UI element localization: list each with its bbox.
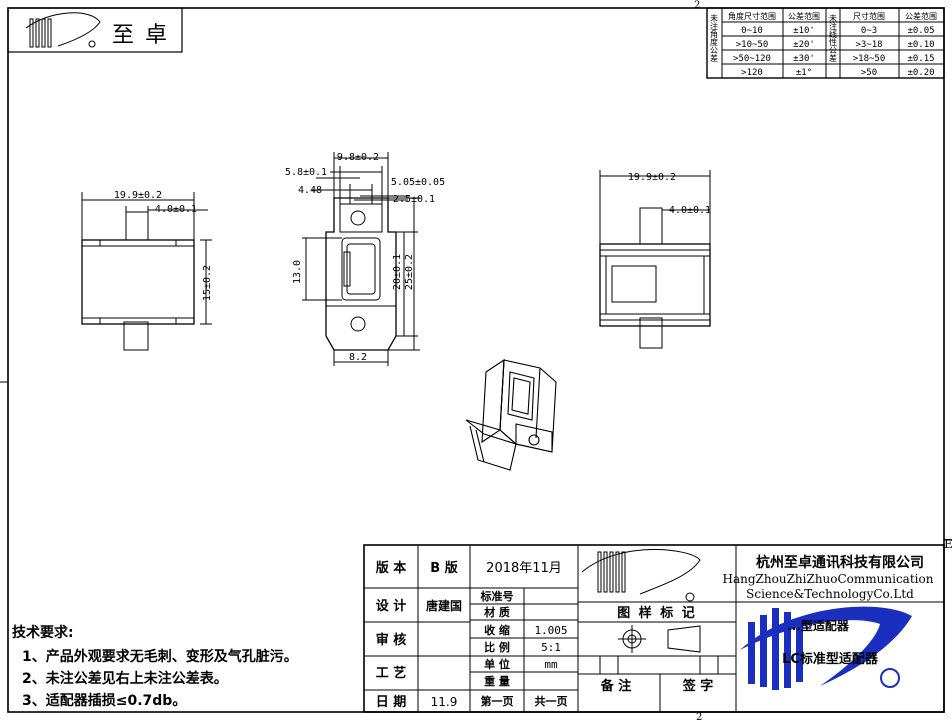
dim-left-tab: 4.0±0.1 — [155, 204, 197, 215]
logo-mark-icon — [25, 12, 101, 48]
title-block-grid — [363, 544, 945, 713]
shrink-value: 1.005 — [534, 624, 567, 637]
drawing-mark-label: 图 样 标 记 — [617, 605, 697, 621]
table-cell: ±0.20 — [907, 68, 934, 78]
version-label: 版 本 — [376, 560, 407, 576]
table-cell: >120 — [741, 68, 763, 78]
dim-mid-f: 20±0.1 — [392, 254, 403, 290]
sheet-border — [7, 7, 945, 713]
watermark-logo-icon — [740, 606, 912, 690]
projection-symbol-icon — [618, 625, 701, 653]
unit-label: 单 位 — [484, 657, 510, 671]
linear-tolerance-header: 未注线性公差 — [829, 13, 838, 62]
table-cell: >18~50 — [853, 54, 886, 64]
logo-box: 至 卓 — [7, 7, 183, 53]
unit-value: mm — [544, 658, 558, 671]
std-no-label: 标准号 — [480, 589, 514, 603]
tech-note-item: 3、适配器插损≤0.7db。 — [22, 692, 186, 709]
version-value: B 版 — [430, 560, 457, 576]
table-cell: ±0.10 — [907, 40, 934, 50]
col-linear-tol: 公差范围 — [905, 11, 937, 21]
table-cell: 0~10 — [741, 26, 763, 36]
table-cell: >50~120 — [733, 54, 771, 64]
isometric-view — [465, 358, 557, 471]
scale-value: 5:1 — [541, 641, 561, 654]
designer-name: 唐建国 — [426, 598, 462, 613]
table-cell: >10~50 — [736, 40, 769, 50]
dim-mid-b: 5.05±0.05 — [391, 177, 445, 188]
dim-mid-bottom: 8.2 — [349, 352, 367, 363]
table-cell: ±10' — [793, 26, 815, 36]
table-cell: ±30' — [793, 54, 815, 64]
table-cell: ±0.15 — [907, 54, 934, 64]
dim-mid-top: 9.8±0.2 — [337, 152, 379, 163]
date-top: 2018年11月 — [486, 561, 562, 576]
page-label: 第一页 — [481, 694, 514, 708]
table-cell: >50 — [861, 68, 877, 78]
angle-tolerance-header: 未注角度公差 — [710, 13, 719, 62]
tech-notes: 技术要求: 1、产品外观要求无毛刺、变形及气孔脏污。 2、未注公差见右上未注公差… — [12, 624, 298, 709]
left-side-view — [81, 192, 212, 351]
dim-mid-c: 4.48 — [298, 185, 322, 196]
table-cell: >3~18 — [855, 40, 882, 50]
date-value: 11.9 — [431, 695, 458, 709]
dim-mid-d: 2.5±0.1 — [393, 194, 435, 205]
material-label: 材 质 — [484, 605, 510, 619]
company-name-en-1: HangZhouZhiZhuoCommunication — [723, 572, 934, 586]
edge-mark-right: E — [944, 537, 952, 551]
design-label: 设 计 — [376, 598, 407, 614]
dim-mid-g: 25±0.2 — [404, 254, 415, 290]
dim-right-tab: 4.0±0.1 — [669, 205, 711, 216]
dim-right-width: 19.9±0.2 — [628, 172, 676, 183]
edge-mark-top: 2 — [694, 0, 700, 11]
tech-note-item: 1、产品外观要求无毛刺、变形及气孔脏污。 — [22, 648, 298, 665]
dim-mid-a: 5.8±0.1 — [285, 167, 327, 178]
company-name-cn: 杭州至卓通讯科技有限公司 — [756, 554, 924, 571]
sign-label: 签 字 — [682, 678, 714, 694]
review-label: 审 核 — [376, 632, 407, 648]
part-name-top: ...型适配器 — [787, 618, 850, 633]
scale-label: 比 例 — [484, 640, 510, 654]
process-label: 工 艺 — [376, 665, 407, 681]
total-pages-label: 共一页 — [535, 694, 568, 708]
note-label: 备 注 — [600, 678, 632, 694]
date-label: 日 期 — [376, 695, 407, 710]
dim-left-height: 15±0.2 — [202, 265, 213, 301]
logo-brand-text: 至 卓 — [112, 23, 169, 48]
table-cell: ±0.05 — [907, 26, 934, 36]
tech-note-item: 2、未注公差见右上未注公差表。 — [22, 670, 228, 687]
tolerance-table — [706, 7, 945, 79]
front-view — [302, 152, 420, 366]
shrink-label: 收 缩 — [484, 623, 510, 637]
right-section-view — [599, 170, 711, 349]
table-cell: ±1° — [796, 68, 812, 78]
table-cell: 0~3 — [861, 26, 877, 36]
part-name: LC标准型适配器 — [782, 651, 879, 667]
tolerance-table-text: 未注角度公差 未注线性公差 角度尺寸范围 公差范围 尺寸范围 公差范围 0~10… — [710, 11, 938, 78]
tech-notes-title: 技术要求: — [12, 624, 74, 641]
title-logo-icon — [581, 549, 701, 602]
weight-label: 重 量 — [484, 674, 510, 688]
col-linear-range: 尺寸范围 — [853, 11, 885, 21]
col-angle-range: 角度尺寸范围 — [728, 11, 776, 21]
edge-mark-bottom: 2 — [696, 712, 702, 720]
dim-left-width: 19.9±0.2 — [114, 190, 162, 201]
dim-mid-e: 13.0 — [292, 260, 303, 284]
col-angle-tol: 公差范围 — [788, 11, 820, 21]
company-name-en-2: Science&TechnologyCo.Ltd — [746, 587, 914, 601]
table-cell: ±20' — [793, 40, 815, 50]
